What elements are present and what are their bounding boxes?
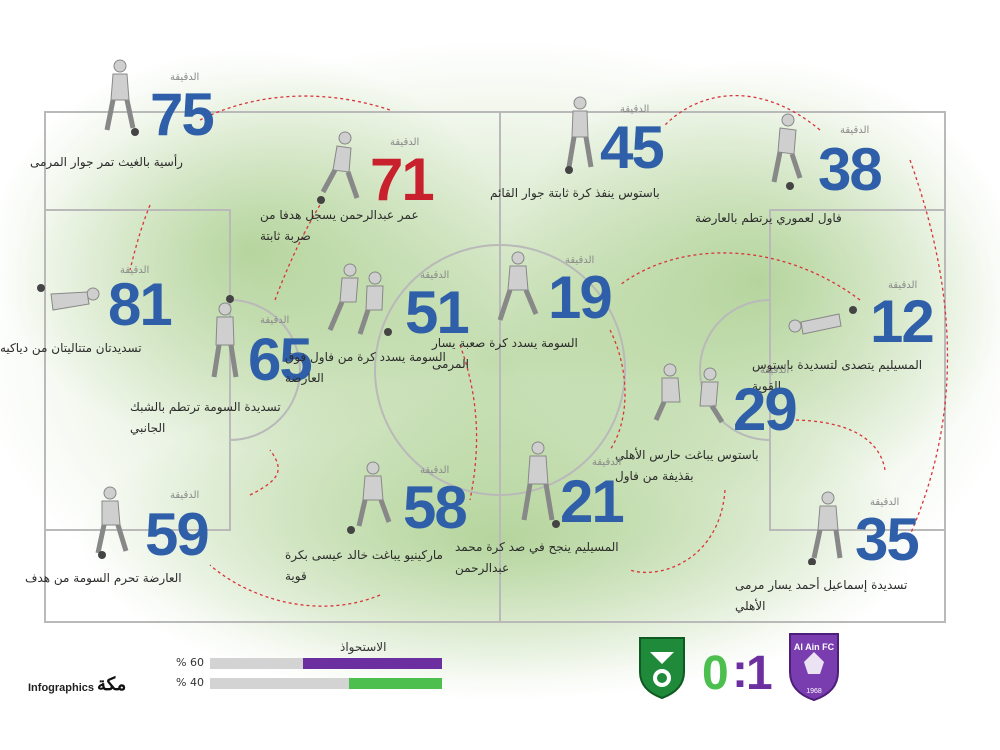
minute-word: الدقيقة: [420, 270, 450, 281]
possession-label-away: 40 %: [176, 676, 204, 689]
score-separator: :: [732, 645, 748, 698]
minute-word: الدقيقة: [565, 255, 595, 266]
possession-fill-home: [302, 658, 442, 669]
minute-word: الدقيقة: [870, 497, 900, 508]
event-description: تسديدة إسماعيل أحمد يسار مرمى الأهلي: [735, 578, 908, 613]
event-description: عمر عبدالرحمن يسجل هدفا من ضربة ثابتة: [260, 208, 419, 243]
pitch-lines: [44, 111, 946, 623]
minute-number: 59: [145, 501, 210, 568]
minute-number-goal: 71: [370, 146, 435, 213]
minute-number: 21: [560, 468, 625, 535]
minute-word: الدقيقة: [592, 457, 622, 468]
minute-word: الدقيقة: [390, 137, 420, 148]
event-description: رأسية بالغيث تمر جوار المرمى: [30, 155, 183, 169]
player-figure-71: [315, 130, 365, 210]
event-description: تسديدة السومة ترتطم بالشبك الجانبي: [130, 400, 281, 435]
minute-number: 65: [248, 326, 313, 393]
minute-word: الدقيقة: [760, 365, 790, 376]
event-description: العارضة تحرم السومة من هدف: [25, 571, 182, 585]
player-figure-38: [760, 112, 810, 192]
minute-word: الدقيقة: [260, 315, 290, 326]
player-figure-45: [555, 95, 605, 175]
event-description: فاول لعموري يرتطم بالعارضة: [695, 211, 842, 225]
score-home: 0: [702, 647, 729, 700]
player-figure-59: [90, 485, 140, 565]
score-away: 1: [746, 647, 773, 700]
minute-number: 75: [150, 81, 215, 148]
event-description: باستوس يباغت حارس الأهلي بقذيفة من فاول: [615, 448, 759, 483]
player-figure-19: [490, 250, 540, 330]
minute-number: 38: [818, 136, 883, 203]
event-description: السومة يسدد كرة صعبة يسار المرمى: [432, 336, 578, 371]
minute-word: الدقيقة: [170, 490, 200, 501]
minute-word: الدقيقة: [170, 72, 200, 83]
player-figure-12: [785, 302, 857, 382]
possession-fill-away: [349, 678, 442, 689]
player-figure-65: [200, 295, 250, 378]
event-description: المسيليم ينجح في صد كرة محمد عبدالرحمن: [455, 540, 619, 575]
minute-number: 29: [733, 376, 798, 443]
minute-number: 12: [870, 288, 935, 355]
minute-word: الدقيقة: [840, 125, 870, 136]
possession-title: الاستحواذ: [340, 640, 387, 654]
minute-number: 81: [108, 271, 173, 338]
possession-label-home: 60 %: [176, 656, 204, 669]
player-figure-29: [650, 360, 725, 440]
brand-label: Infographics: [28, 682, 95, 694]
event-description: المسيليم يتصدى لتسديدة باستوس القوية: [752, 358, 923, 393]
minute-number: 35: [855, 506, 920, 573]
player-figure-58: [345, 460, 395, 540]
brand-logo: مكة: [97, 674, 127, 694]
possession-bar-home: [210, 658, 442, 669]
minute-number: 19: [548, 264, 613, 331]
player-figure-35: [800, 490, 850, 570]
player-figure-81: [35, 280, 100, 360]
possession-bar-away: [210, 678, 442, 689]
event-arrows: [129, 94, 949, 607]
al-ain-badge-year: 1968: [806, 688, 822, 695]
minute-word: الدقيقة: [888, 280, 918, 291]
minute-number: 58: [403, 474, 468, 541]
al-ahli-badge-icon: [639, 637, 685, 700]
player-figure-75: [95, 58, 145, 138]
minute-number: 45: [600, 114, 665, 181]
minute-word: الدقيقة: [120, 265, 150, 276]
event-description: باستوس ينفذ كرة ثابتة جوار القائم: [490, 186, 660, 200]
player-figure-51: [320, 262, 392, 342]
al-ain-badge-icon: [789, 633, 839, 702]
event-description: تسديدتان متتاليتان من دياكيه: [0, 341, 142, 355]
event-description: ماركينيو يباغت خالد عيسى بكرة قوية: [285, 548, 443, 583]
al-ain-badge-text: Al Ain FC: [793, 642, 835, 652]
event-description: السومة يسدد كرة من فاول فوق العارضة: [285, 350, 446, 385]
minute-number: 51: [405, 279, 470, 346]
player-figure-21: [510, 440, 560, 528]
minute-word: الدقيقة: [420, 465, 450, 476]
minute-word: الدقيقة: [620, 104, 650, 115]
